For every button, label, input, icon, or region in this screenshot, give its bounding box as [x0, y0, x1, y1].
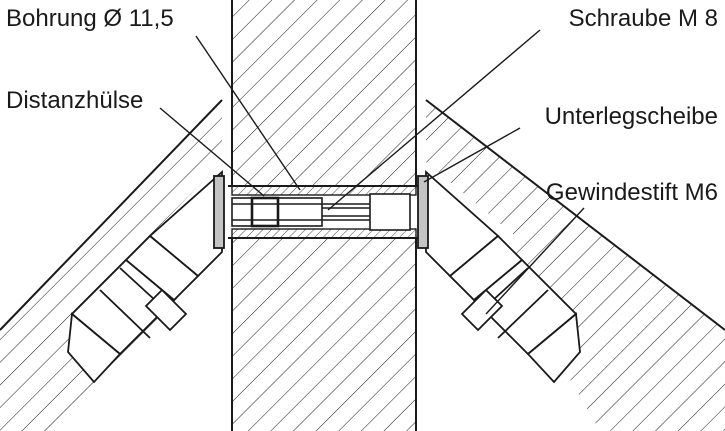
leader-bore	[195, 35, 301, 191]
left-washer	[213, 175, 225, 249]
leader-washer	[423, 127, 521, 183]
right-washer	[417, 175, 429, 249]
screw-m8	[231, 193, 411, 231]
leader-screw	[327, 29, 541, 211]
label-washer: Unterlegscheibe	[545, 103, 718, 130]
right-wall	[425, 99, 725, 431]
leader-spacer	[159, 107, 265, 197]
left-clamp	[67, 169, 223, 384]
spacer-sleeve	[231, 185, 417, 239]
leader-set-screw	[485, 207, 585, 315]
label-bore: Bohrung Ø 11,5	[6, 5, 174, 32]
right-clamp	[425, 169, 581, 384]
leader-lines	[159, 29, 585, 315]
label-spacer: Distanzhülse	[6, 87, 143, 114]
left-wall	[0, 99, 223, 431]
label-set-screw: Gewindestift M6	[546, 179, 718, 206]
label-screw: Schraube M 8	[569, 5, 718, 32]
